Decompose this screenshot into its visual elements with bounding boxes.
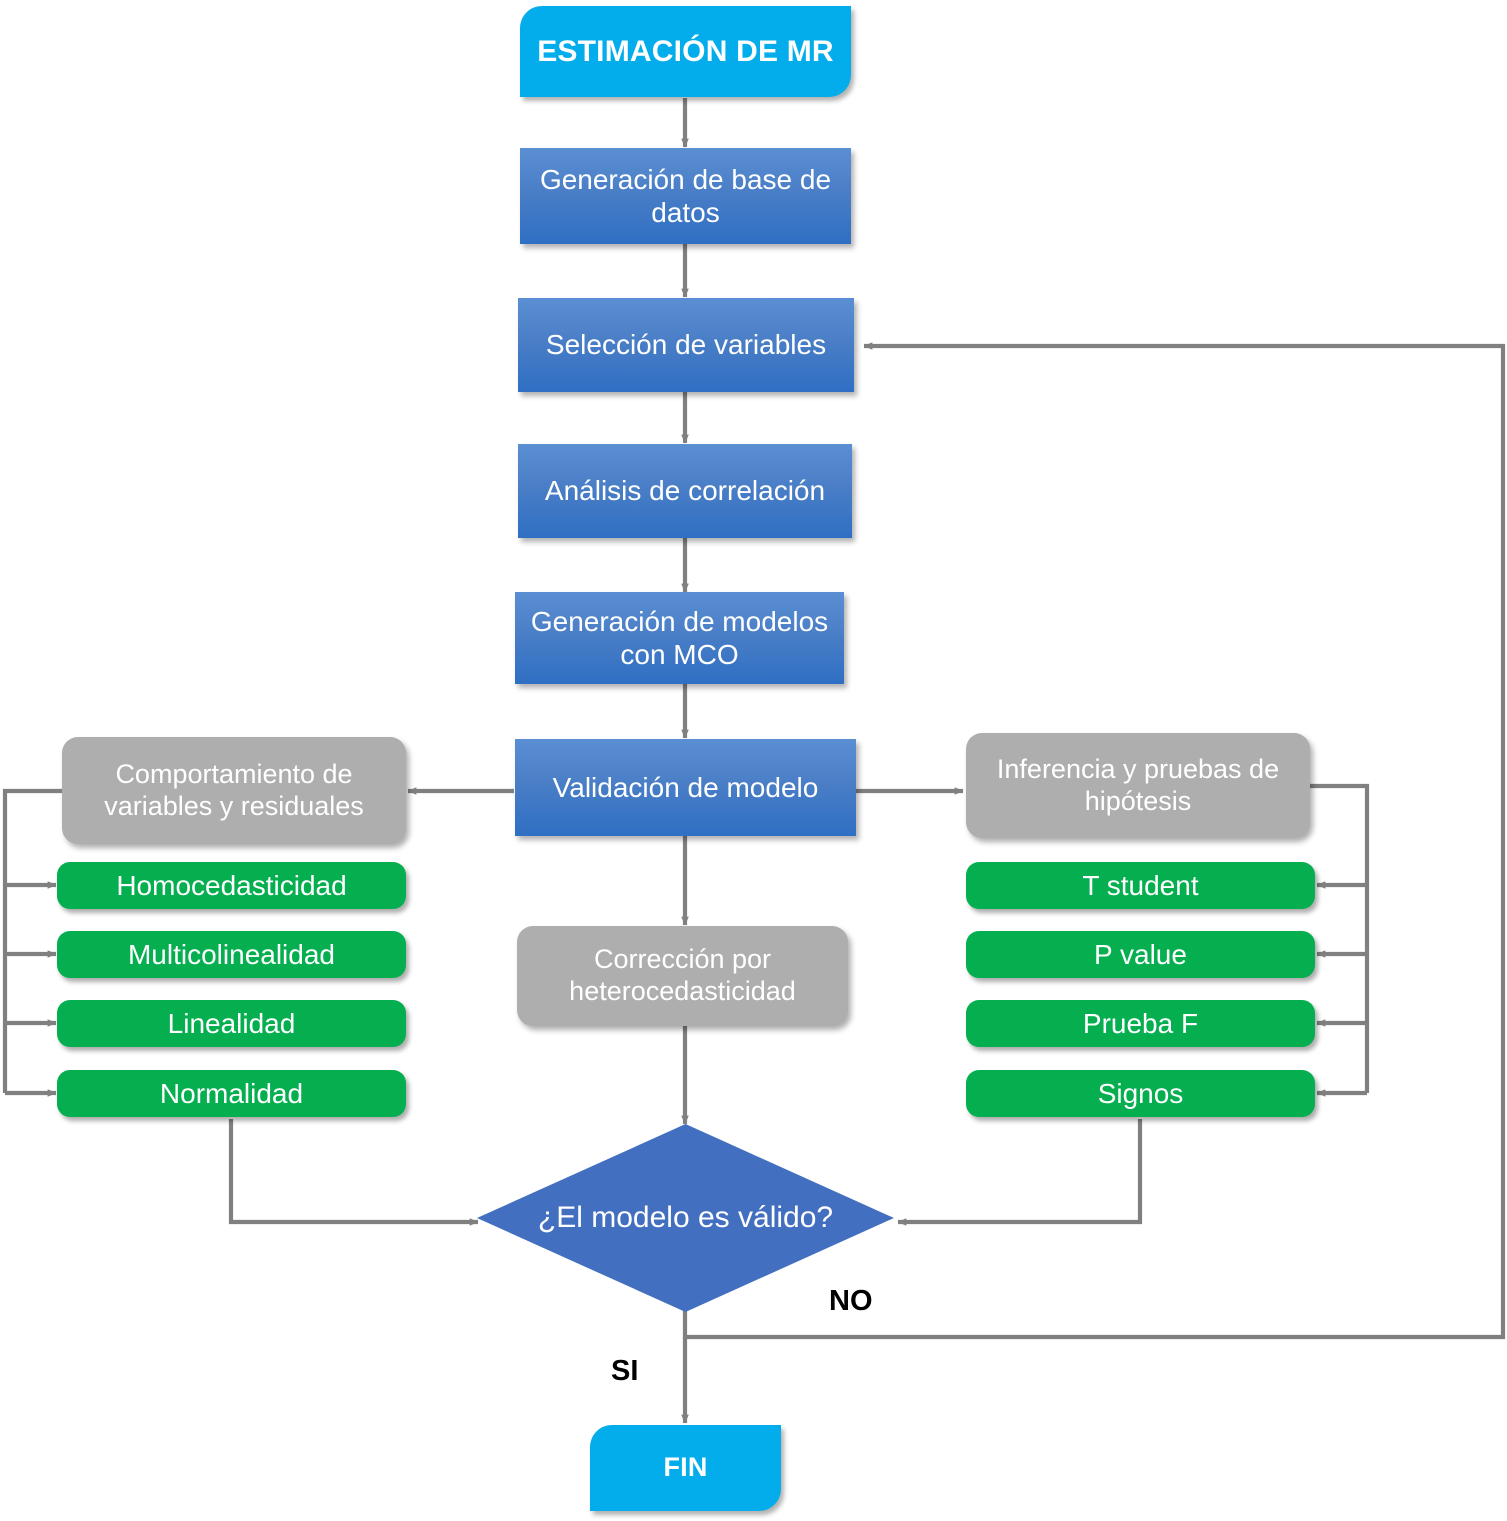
node-generacion-base-datos[interactable]: Generación de base de datos [520,148,851,244]
node-generacion-base-datos-label: Generación de base de datos [539,163,832,228]
node-test-prueba-f[interactable]: Prueba F [966,1000,1315,1047]
node-seleccion-variables[interactable]: Selección de variables [518,298,854,392]
node-correccion-heterocedasticidad[interactable]: Corrección por heterocedasticidad [517,926,848,1026]
edge-label-no: NO [829,1285,873,1317]
node-test-signos-label: Signos [1097,1077,1184,1109]
node-check-homocedasticidad[interactable]: Homocedasticidad [57,862,406,909]
node-inferencia-pruebas[interactable]: Inferencia y pruebas de hipótesis [966,733,1310,838]
node-test-p-value-label: P value [1094,938,1187,970]
node-check-linealidad-label: Linealidad [167,1007,296,1039]
edge-right-bus-trunk [1310,783,1370,1093]
node-check-multicolinealidad[interactable]: Multicolinealidad [57,931,406,978]
edge-left-bus-trunk [2,788,62,1093]
node-start[interactable]: ESTIMACIÓN DE MR [520,6,851,97]
node-seleccion-variables-label: Selección de variables [545,329,827,361]
node-comportamiento-variables-label: Comportamiento de variables y residuales [104,758,364,821]
node-generacion-modelos-mco-label: Generación de modelos con MCO [530,605,829,670]
edge-no-loop-to-seleccion [682,342,1506,1340]
node-correccion-heterocedasticidad-label: Corrección por heterocedasticidad [569,944,796,1006]
node-test-p-value[interactable]: P value [966,931,1315,978]
node-validacion-modelo[interactable]: Validación de modelo [515,739,856,836]
node-validacion-modelo-label: Validación de modelo [552,771,819,803]
edge-signos-to-decision [897,1119,1143,1226]
node-comportamiento-variables[interactable]: Comportamiento de variables y residuales [62,737,406,844]
node-check-homocedasticidad-label: Homocedasticidad [116,869,347,901]
node-decision-modelo-valido[interactable]: ¿El modelo es válido? [477,1124,894,1312]
node-test-t-student[interactable]: T student [966,862,1315,909]
node-inferencia-pruebas-label: Inferencia y pruebas de hipótesis [996,753,1280,816]
node-analisis-correlacion-label: Análisis de correlación [544,475,826,507]
node-analisis-correlacion[interactable]: Análisis de correlación [518,444,852,538]
edge-label-si: SI [611,1355,639,1387]
node-fin-label: FIN [663,1452,708,1483]
node-decision-modelo-valido-label: ¿El modelo es válido? [537,1201,834,1234]
node-check-normalidad[interactable]: Normalidad [57,1070,406,1117]
node-fin[interactable]: FIN [590,1425,781,1511]
node-check-linealidad[interactable]: Linealidad [57,1000,406,1047]
node-test-t-student-label: T student [1082,869,1199,901]
node-generacion-modelos-mco[interactable]: Generación de modelos con MCO [515,592,844,684]
node-check-normalidad-label: Normalidad [159,1077,304,1109]
node-check-multicolinealidad-label: Multicolinealidad [127,938,335,970]
node-test-signos[interactable]: Signos [966,1070,1315,1117]
node-start-label: ESTIMACIÓN DE MR [537,34,834,68]
node-test-prueba-f-label: Prueba F [1082,1007,1199,1039]
edge-normalidad-to-decision [228,1119,479,1226]
